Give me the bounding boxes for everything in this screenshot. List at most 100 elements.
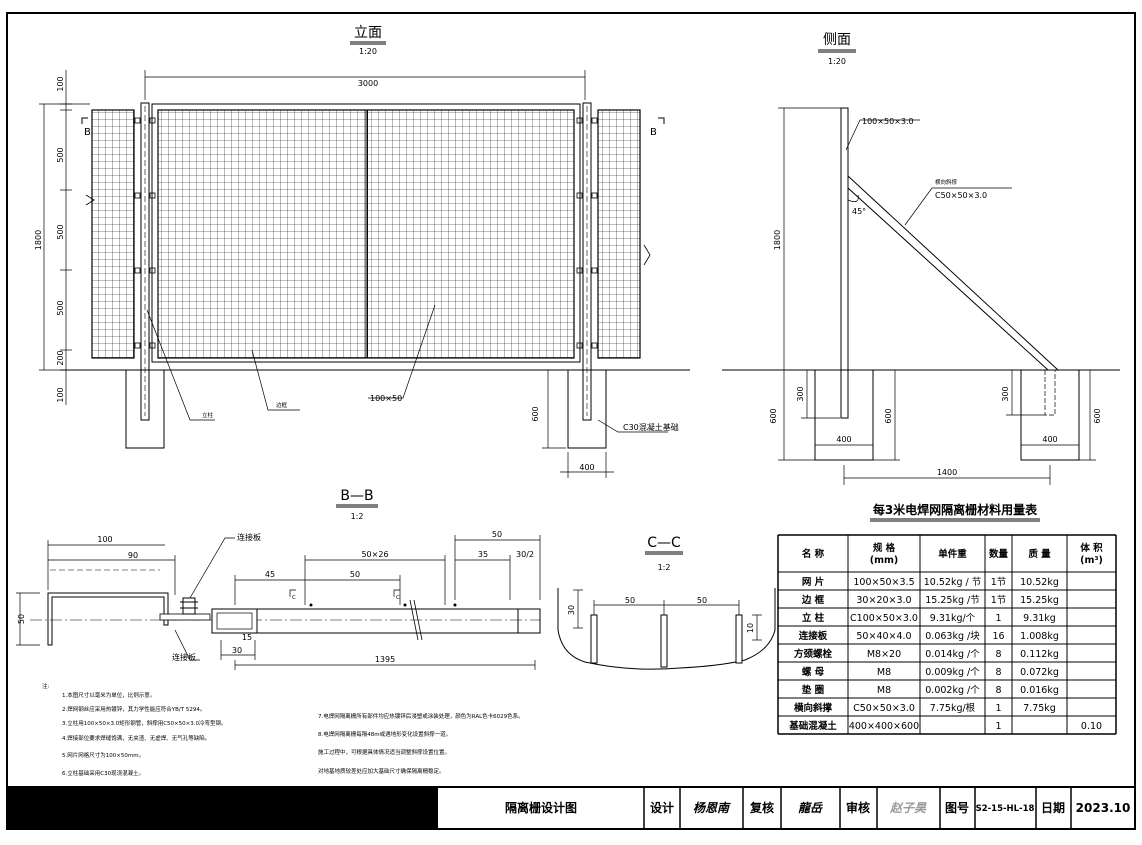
drawing-name: 隔离栅设计图 — [505, 800, 577, 815]
table-header-2: 单件重 — [938, 548, 967, 560]
side-title: 侧面 — [823, 32, 851, 48]
table-cell-r1-c2: 15.25kg /节 — [925, 595, 979, 606]
date-label: 日期 — [1041, 800, 1065, 815]
bb-dim-50-c: 50 — [492, 530, 502, 539]
section-mark-b-left: B — [84, 127, 91, 138]
bb-dim-30-2: 30/2 — [516, 550, 534, 559]
bb-dim-30: 30 — [232, 646, 242, 655]
table-cell-r3-c0: 连接板 — [799, 630, 828, 642]
cc-dim-50-a: 50 — [625, 596, 635, 605]
side-found-left: 600 — [769, 408, 778, 423]
elevation-view: 立面 1:20 3000 — [34, 25, 690, 478]
table-cell-r2-c2: 9.31kg/个 — [930, 613, 976, 624]
bb-label-plate-bottom: 连接板 — [172, 652, 196, 662]
note-3: 3.立柱用100×50×3.0矩形钢管，斜撑用C50×50×3.0冷弯型钢。 — [62, 719, 227, 727]
side-foundation-left — [814, 369, 874, 461]
found-width: 400 — [579, 463, 594, 472]
notes-head: 注: — [42, 682, 50, 690]
table-cell-r6-c4: 0.016kg — [1020, 685, 1059, 696]
side-angle: 45° — [852, 207, 866, 216]
foundation-left — [125, 369, 165, 449]
cc-title: C—C — [647, 535, 681, 551]
side-span: 1400 — [937, 468, 957, 477]
table-header-4: 质 量 — [1028, 548, 1051, 560]
section-bb: B—B 1:2 100 90 — [16, 488, 541, 670]
label-post: 立柱 — [202, 411, 214, 419]
dim-200: 200 — [56, 350, 65, 365]
design-signature: 杨恩南 — [693, 801, 731, 815]
side-embed-left: 300 — [796, 386, 805, 401]
bb-plate — [159, 613, 211, 621]
table-cell-r7-c2: 7.75kg/根 — [930, 702, 976, 714]
note-8: 8.电焊网隔离栅每隔48m或遇地形变化设置斜撑一道。 — [318, 730, 451, 738]
table-cell-r5-c1: M8 — [877, 667, 891, 678]
right-mesh-panel — [597, 109, 641, 359]
foundation-right — [567, 369, 607, 449]
bb-label-plate-top: 连接板 — [237, 532, 261, 542]
table-cell-r1-c4: 15.25kg — [1020, 595, 1059, 606]
table-cell-r1-c0: 边 框 — [801, 594, 825, 606]
table-cell-r7-c1: C50×50×3.0 — [853, 703, 915, 714]
table-header-0: 名 称 — [802, 548, 825, 560]
label-foundation: C30混凝土基础 — [623, 422, 679, 432]
side-brace — [847, 174, 1060, 371]
bb-bolt — [182, 597, 196, 615]
table-cell-r4-c3: 8 — [995, 649, 1001, 660]
cc-dim-30: 30 — [567, 605, 576, 615]
cc-scale: 1:2 — [658, 563, 671, 572]
note-6: 6.立柱基础采用C30现浇混凝土。 — [62, 769, 144, 777]
bb-title: B—B — [340, 488, 373, 504]
table-cell-r5-c4: 0.072kg — [1020, 667, 1059, 678]
bb-channel — [47, 592, 169, 646]
table-cell-r2-c4: 9.31kg — [1023, 613, 1056, 624]
elevation-title: 立面 — [354, 25, 382, 41]
outer-frame — [151, 103, 581, 363]
section-cc: C—C 1:2 50 50 30 10 — [557, 535, 776, 670]
note-4: 4.焊接部位要求焊缝饱满，无夹渣、无虚焊、无气孔等缺陷。 — [62, 734, 210, 742]
cc-dim-10: 10 — [746, 623, 755, 633]
table-cell-r4-c0: 方颈螺栓 — [794, 648, 833, 660]
table-title: 每3米电焊网隔离栅材料用量表 — [873, 502, 1038, 517]
dim-1800: 1800 — [34, 230, 43, 250]
review-signature: 赵子昊 — [889, 801, 927, 815]
number-label: 图号 — [945, 800, 969, 815]
table-cell-r2-c0: 立 柱 — [802, 612, 825, 624]
sheet-border — [6, 12, 1136, 830]
side-scale: 1:20 — [828, 57, 846, 66]
table-cell-r2-c3: 1 — [995, 613, 1001, 624]
notes: 注: 1.本图尺寸以毫米为单位，比例示意。 2.焊网钢丝应采用热镀锌，其力学性能… — [42, 682, 524, 777]
check-signature: 龍岳 — [798, 801, 823, 815]
table-cell-r3-c3: 16 — [992, 631, 1004, 642]
table-cell-r7-c3: 1 — [995, 703, 1001, 714]
side-found-w-right: 400 — [1042, 435, 1057, 444]
side-brace-spec: C50×50×3.0 — [935, 191, 987, 200]
side-found-w-left: 400 — [836, 435, 851, 444]
table-cell-r7-c4: 7.75kg — [1023, 703, 1056, 714]
side-post-spec: 100×50×3.0 — [862, 117, 914, 126]
table-cell-r8-c3: 1 — [995, 721, 1001, 732]
table-cell-r4-c1: M8×20 — [867, 649, 901, 660]
table-cell-r2-c1: C100×50×3.0 — [850, 613, 918, 624]
bb-cut-c-left: C — [292, 595, 296, 601]
side-depth-mid: 600 — [884, 408, 893, 423]
table-header-3: 数量 — [988, 548, 1009, 560]
bb-scale: 1:2 — [351, 512, 364, 521]
left-mesh-panel — [91, 109, 135, 359]
dim-100-bottom: 100 — [56, 387, 65, 402]
note-7: 7.电焊网隔离栅所有部件均应热镀锌后浸塑或涂装处理，颜色为RAL色卡6029色系… — [318, 712, 524, 720]
elevation-scale: 1:20 — [359, 47, 377, 56]
table-cell-r8-c5: 0.10 — [1081, 721, 1102, 732]
side-post — [840, 107, 849, 419]
table-cell-r1-c1: 30×20×3.0 — [856, 595, 911, 606]
bb-dim-15: 15 — [242, 633, 252, 642]
elevation-width-dim: 3000 — [358, 79, 378, 88]
table-cell-r3-c1: 50×40×4.0 — [856, 631, 911, 642]
title-block-black-band — [8, 788, 438, 828]
table-cell-r4-c2: 0.014kg /个 — [925, 649, 980, 660]
dim-100-top: 100 — [56, 76, 65, 91]
section-mark-b-right: B — [650, 127, 657, 138]
table-header-5: 体 积(m³) — [1080, 542, 1103, 566]
material-table: 每3米电焊网隔离栅材料用量表 名 称规 格(mm)单件重数量质 量体 积(m³)… — [777, 502, 1117, 735]
